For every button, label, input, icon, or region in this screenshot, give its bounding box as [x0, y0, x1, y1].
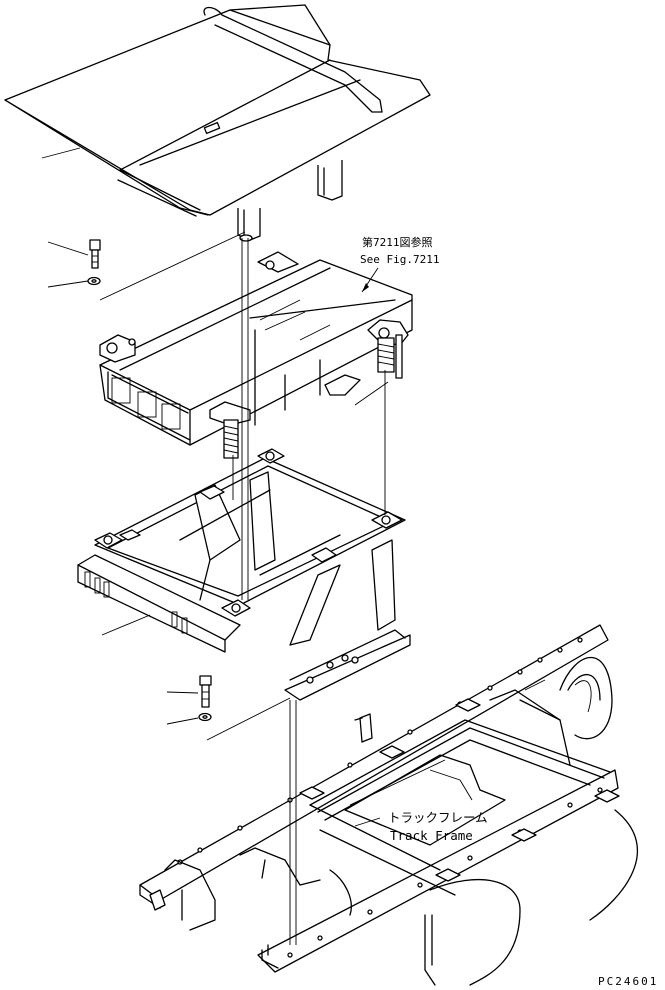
drawing-number: PC24601: [598, 975, 658, 988]
stand-pads: [94, 448, 403, 617]
figure-reference-callout: 第7211図参照 See Fig.7211: [360, 235, 439, 293]
ref-label-jp: 第7211図参照: [362, 235, 433, 249]
lower-bolt: [166, 675, 212, 708]
track-frame: [139, 624, 639, 986]
track-frame-callout: トラックフレーム Track Frame: [388, 810, 488, 843]
lower-bolt-leader: [206, 697, 291, 741]
lower-washer: [166, 712, 212, 725]
assembly-alignment-lines: [232, 238, 386, 945]
track-label-en: Track Frame: [390, 828, 473, 843]
ref-arrowhead: [362, 283, 369, 292]
spring-right: [377, 337, 395, 373]
upper-bolt-leader: [99, 231, 246, 301]
upper-bolt: [47, 239, 101, 269]
upper-washer: [47, 276, 101, 288]
cover-plate: [4, 4, 431, 242]
ref-label-en: See Fig.7211: [360, 253, 439, 266]
frame-pads: [299, 698, 620, 882]
tray-box: [99, 251, 413, 459]
support-stand: [77, 448, 411, 701]
track-label-jp: トラックフレーム: [388, 810, 488, 825]
spring-left: [223, 419, 239, 459]
